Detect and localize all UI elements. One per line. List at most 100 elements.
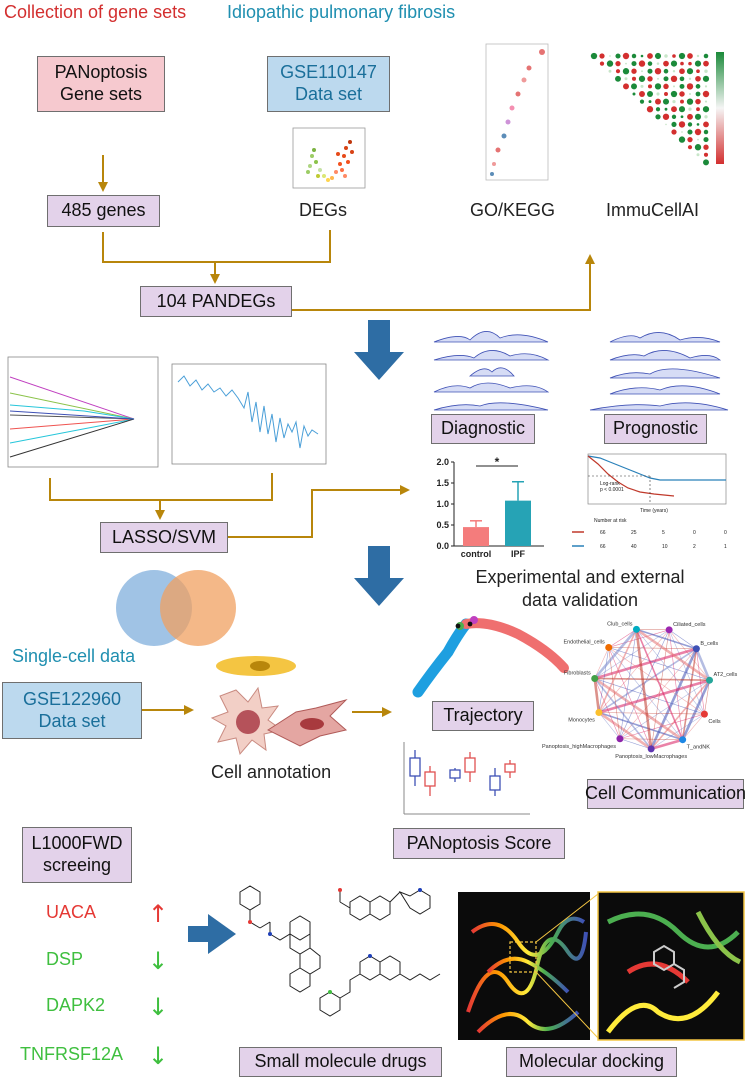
big-arrow-down-1 — [354, 320, 404, 380]
network-edge — [681, 648, 698, 740]
heatmap-dot — [662, 113, 670, 120]
gse110147-line2: Data set — [294, 84, 363, 104]
molecule-3-icon — [319, 955, 441, 1017]
heatmap-dot — [663, 68, 669, 74]
heatmap-dot — [656, 92, 660, 96]
heatmap-dot — [687, 145, 693, 150]
heatmap-dot — [638, 75, 646, 82]
heatmap-dot — [663, 60, 669, 67]
network-node-label: Endothelial_cells — [563, 639, 605, 645]
heatmap-dot — [664, 107, 668, 111]
go-kegg-label: GO/KEGG — [470, 200, 556, 220]
risk-count: 10 — [662, 544, 668, 550]
validation-line1: Experimental and external — [475, 567, 685, 587]
heatmap-dot — [679, 68, 685, 75]
gene-label-dapk2: DAPK2 — [46, 995, 106, 1015]
heatmap-dot — [678, 106, 686, 113]
risk-count: 1 — [724, 544, 727, 550]
heatmap-dot — [703, 159, 709, 166]
l1000fwd-box: L1000FWD screeing — [22, 827, 132, 883]
heatmap-dot — [678, 52, 686, 60]
heatmap-dot — [695, 91, 701, 97]
heatmap-dot — [654, 52, 662, 60]
network-node — [591, 674, 599, 682]
heatmap-dot — [663, 76, 669, 82]
bar-category-label: IPF — [511, 549, 526, 559]
heatmap-dot — [678, 136, 686, 143]
prognostic-box: Prognostic — [604, 414, 707, 444]
network-edge — [650, 738, 684, 751]
heatmap-dot — [694, 128, 702, 136]
immucellai-heatmap — [588, 50, 724, 166]
risk-count: 25 — [631, 530, 637, 536]
diagnostic-box: Diagnostic — [431, 414, 535, 444]
network-edge — [619, 629, 637, 739]
network-edge — [608, 647, 621, 739]
risk-count: 0 — [693, 530, 696, 536]
validation-label: Experimental and external data validatio… — [440, 566, 720, 613]
heatmap-dot — [671, 129, 677, 135]
gse110147-line1: GSE110147 — [280, 62, 377, 83]
heatmap-dot — [681, 131, 683, 133]
heatmap-dot — [687, 136, 693, 143]
heatmap-dot — [631, 61, 637, 67]
network-edge — [636, 629, 705, 715]
significance-marker: * — [495, 455, 500, 469]
diagnostic-ridge-plot — [433, 331, 550, 411]
heatmap-dot — [647, 68, 653, 74]
heatmap-dot — [655, 114, 661, 120]
risk-count: 2 — [693, 544, 696, 550]
connector-genes-degs — [102, 230, 331, 263]
network-node — [632, 625, 640, 633]
molecule-2-icon — [339, 889, 431, 921]
l1000fwd-line1: L1000FWD — [31, 833, 123, 854]
network-edge — [594, 677, 652, 750]
panoptosis-score-box: PANoptosis Score — [393, 828, 565, 859]
network-node-label: Fibroblasts — [564, 670, 591, 676]
arrow-down-icon: ↓ — [148, 1042, 169, 1070]
network-edge — [593, 678, 601, 713]
heatmap-dot — [615, 53, 621, 59]
network-edge — [608, 647, 697, 650]
molecular-docking-box: Molecular docking — [506, 1047, 677, 1077]
heatmap-dot — [687, 122, 693, 127]
heatmap-dot — [687, 129, 693, 135]
heatmap-dot — [670, 75, 678, 82]
heatmap-dot — [694, 144, 702, 151]
heatmap-dot — [657, 77, 659, 80]
bar-ytick-label: 0.5 — [436, 520, 449, 530]
network-node-label: Club_cells — [607, 621, 633, 627]
trajectory-plot — [412, 616, 569, 698]
bar-IPF — [505, 500, 531, 546]
panoptosis-box: PANoptosis Gene sets — [37, 56, 165, 112]
single-cell-label: Single-cell data — [12, 646, 136, 666]
big-arrow-right — [188, 914, 236, 954]
bar-ytick-label: 2.0 — [436, 457, 449, 467]
network-node — [595, 708, 603, 716]
heatmap-dot — [696, 54, 700, 58]
bar-ytick-label: 1.5 — [436, 478, 449, 488]
bar-category-label: control — [461, 549, 492, 559]
arrow-up-icon: ↑ — [148, 900, 169, 928]
network-node — [647, 745, 655, 753]
heatmap-dot — [656, 62, 660, 65]
heatmap-dot — [679, 91, 685, 97]
heatmap-dot — [696, 69, 700, 74]
heatmap-dot — [703, 144, 709, 150]
heatmap-dot — [679, 76, 685, 82]
network-node-label: T_andNK — [687, 745, 711, 751]
heatmap-dots — [590, 52, 710, 166]
network-node-label: B_cells — [700, 641, 718, 647]
network-edge — [598, 711, 652, 750]
network-node — [700, 710, 708, 718]
network-edge — [608, 647, 705, 715]
heatmap-dot — [672, 99, 676, 104]
network-edge — [598, 712, 621, 739]
bar-ytick-label: 0.0 — [436, 541, 449, 551]
network-edge — [635, 628, 711, 682]
volcano-plot — [292, 127, 366, 189]
heatmap-dot — [615, 60, 621, 67]
network-node-label: Cells — [708, 719, 720, 725]
heatmap-dot — [673, 85, 675, 88]
heatmap-dot — [702, 75, 710, 82]
